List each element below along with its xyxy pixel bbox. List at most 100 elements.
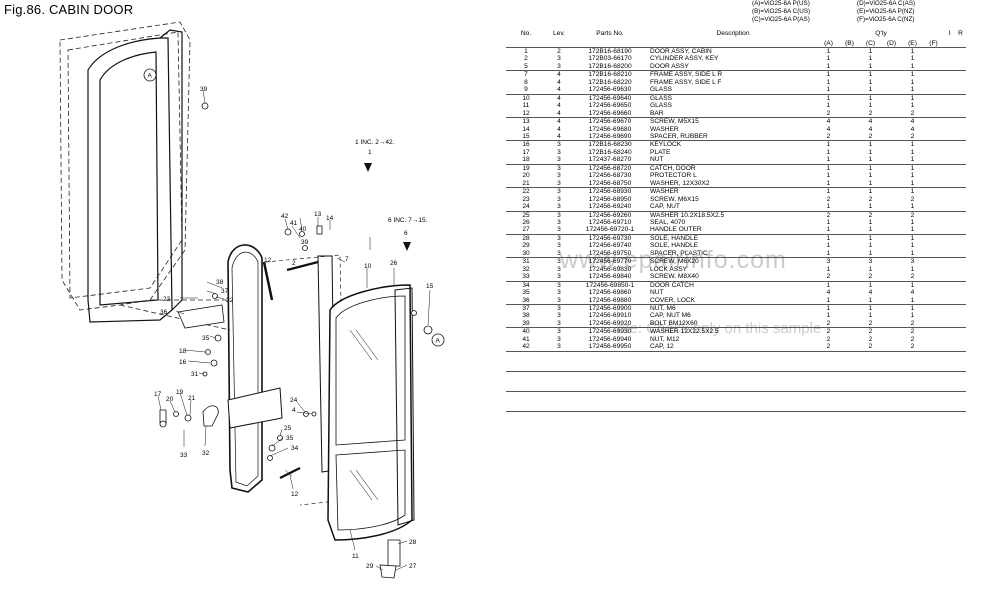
cell-c: 2 bbox=[868, 335, 873, 343]
cell-desc: BOLT BM12X60 bbox=[650, 319, 698, 327]
cell-e: 2 bbox=[902, 327, 923, 336]
cell-empty bbox=[944, 250, 955, 258]
cell-b bbox=[839, 117, 860, 126]
cell-f bbox=[923, 140, 944, 149]
cell-e: 2 bbox=[910, 319, 915, 327]
cell-e: 4 bbox=[910, 125, 915, 133]
cell-lev: 3 bbox=[546, 163, 572, 173]
cell-c: 1 bbox=[868, 226, 873, 234]
cell-pn: 172B16-68240 bbox=[588, 148, 632, 156]
cell-b bbox=[839, 303, 860, 313]
cell-empty bbox=[955, 250, 966, 258]
callout-28: 28 bbox=[409, 539, 417, 546]
cell-pn: 172437-68270 bbox=[588, 156, 632, 164]
cell-a: 4 bbox=[818, 117, 839, 126]
cell-f bbox=[923, 210, 944, 219]
cell-desc: DOOR ASSY bbox=[650, 62, 689, 70]
cell-empty bbox=[955, 327, 966, 336]
cell-e: 2 bbox=[910, 109, 915, 117]
cell-e: 1 bbox=[910, 148, 915, 156]
cell-no: 38 bbox=[522, 312, 530, 320]
cell-pn: 172B16-68230 bbox=[572, 140, 648, 149]
cell-d bbox=[881, 117, 902, 126]
cell-desc: SPACER, PLASTIC bbox=[650, 249, 708, 257]
cell-f bbox=[923, 336, 944, 343]
legend-c: (C)=ViO25-6A P(AS) bbox=[752, 16, 810, 23]
cell-empty bbox=[944, 242, 955, 249]
cell-f bbox=[923, 257, 944, 266]
cell-e: 1 bbox=[902, 93, 923, 103]
cell-a: 4 bbox=[826, 125, 831, 133]
cell-e: 1 bbox=[910, 86, 915, 94]
cell-empty bbox=[955, 266, 966, 273]
cell-d bbox=[881, 312, 902, 319]
cell-empty bbox=[955, 102, 966, 109]
cell-d bbox=[881, 93, 902, 103]
cell-desc: DOOR CATCH bbox=[648, 280, 818, 290]
cell-pn: 172456-68930 bbox=[572, 187, 648, 196]
cell-c: 2 bbox=[868, 319, 873, 327]
cell-lev: 3 bbox=[557, 218, 561, 226]
cell-desc: COVER, LOCK bbox=[650, 296, 696, 304]
cell-empty bbox=[944, 257, 955, 266]
door-seal-inner bbox=[231, 251, 259, 487]
cell-pn: 172B16-68220 bbox=[588, 78, 632, 86]
cell-c: 1 bbox=[860, 70, 881, 79]
cell-empty bbox=[955, 312, 966, 319]
cell-b bbox=[839, 133, 860, 141]
cell-no: 31 bbox=[506, 257, 546, 266]
cell-empty bbox=[955, 289, 966, 296]
cell-pn: 172B16-68190 bbox=[572, 47, 648, 56]
cell-no: 30 bbox=[522, 249, 530, 257]
cabin-pillar bbox=[87, 29, 183, 323]
cell-f bbox=[923, 233, 944, 243]
cell-no: 26 bbox=[522, 218, 530, 226]
cell-a: 2 bbox=[826, 343, 831, 351]
cell-empty bbox=[944, 280, 955, 290]
cell-f bbox=[923, 320, 944, 328]
cell-desc: CATCH, DOOR bbox=[648, 163, 818, 173]
cell-empty bbox=[955, 55, 966, 62]
cell-f bbox=[923, 203, 944, 211]
col-d: (D) bbox=[886, 40, 897, 47]
cell-e: 1 bbox=[910, 179, 915, 187]
cell-pn: 172456-68730 bbox=[588, 172, 632, 180]
bar-upper bbox=[262, 261, 274, 301]
cell-f bbox=[923, 93, 944, 103]
callout-33: 33 bbox=[180, 452, 188, 459]
cell-lev: 3 bbox=[557, 62, 561, 70]
cell-lev: 4 bbox=[557, 132, 561, 140]
cell-e: 3 bbox=[902, 257, 923, 266]
cell-desc: SEAL, 4070 bbox=[650, 218, 686, 226]
cell-desc: NUT, M12 bbox=[650, 335, 680, 343]
cell-c: 1 bbox=[868, 312, 873, 320]
cell-c: 1 bbox=[868, 203, 873, 211]
cell-b bbox=[839, 102, 860, 109]
cell-empty bbox=[955, 110, 966, 118]
cell-f bbox=[923, 110, 944, 118]
cell-pn: 172456-69920 bbox=[588, 319, 632, 327]
cell-lev: 3 bbox=[557, 148, 561, 156]
callout-18: 18 bbox=[179, 348, 187, 355]
cell-b bbox=[839, 226, 860, 234]
cell-d bbox=[881, 149, 902, 156]
callout-6: 6 bbox=[404, 230, 408, 237]
cell-empty bbox=[955, 297, 966, 305]
cell-no: 17 bbox=[522, 148, 530, 156]
callout-10: 10 bbox=[364, 263, 372, 270]
cell-d bbox=[881, 303, 902, 313]
cell-empty bbox=[955, 70, 966, 79]
callout-16: 16 bbox=[179, 359, 187, 366]
cell-e: 1 bbox=[910, 249, 915, 257]
cell-d bbox=[881, 257, 902, 266]
callout-15: 15 bbox=[426, 283, 434, 290]
cell-e: 1 bbox=[902, 163, 923, 173]
cell-no: 11 bbox=[522, 102, 530, 110]
cell-b bbox=[839, 266, 860, 273]
cell-f bbox=[923, 63, 944, 71]
cell-f bbox=[923, 70, 944, 79]
